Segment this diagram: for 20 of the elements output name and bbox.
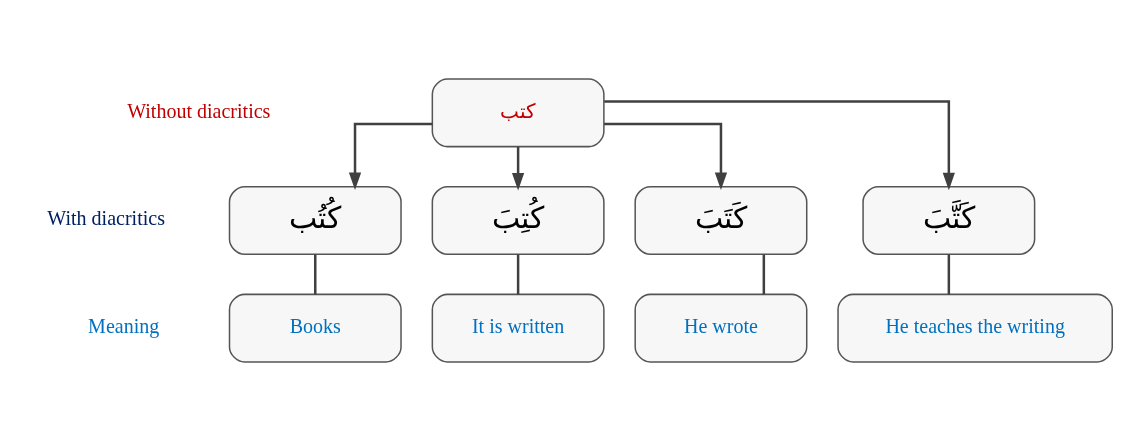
- node-box: كُتِبَ: [431, 185, 605, 255]
- label: With diacritics: [47, 206, 165, 229]
- label: Meaning: [88, 314, 160, 337]
- node-box: كَتَّبَ: [862, 185, 1036, 255]
- node-box: كَتَبَ: [634, 185, 808, 255]
- node-box: Books: [228, 293, 402, 363]
- arrow: [511, 146, 525, 190]
- connector: [516, 254, 520, 294]
- node-box: كُتُب: [228, 185, 402, 255]
- connector: [947, 254, 951, 294]
- node-box: كتب: [431, 77, 605, 147]
- arrow: [604, 122, 728, 190]
- arrow: [604, 99, 955, 190]
- node-box: He teaches the writing: [837, 293, 1113, 363]
- connector: [762, 254, 766, 294]
- node-box: It is written: [431, 293, 605, 363]
- node-box: He wrote: [634, 293, 808, 363]
- label: Without diacritics: [127, 99, 271, 122]
- arrow: [348, 122, 433, 190]
- connector: [314, 254, 317, 294]
